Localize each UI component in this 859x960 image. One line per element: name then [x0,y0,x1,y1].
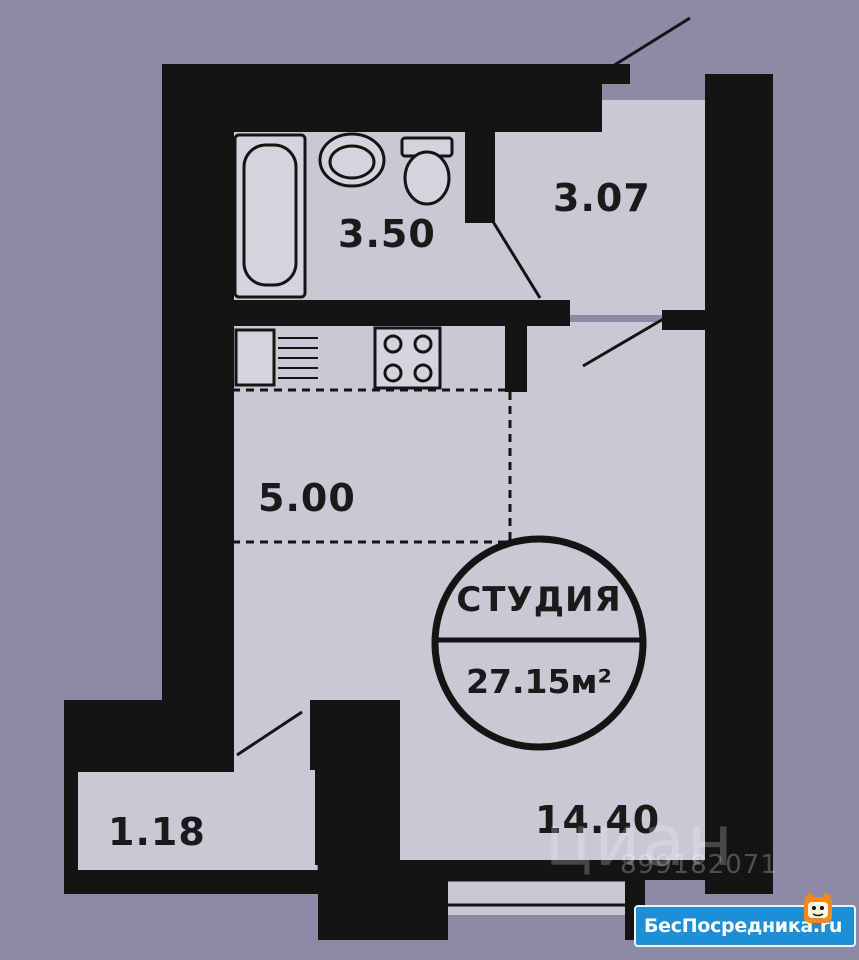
wall-bath-bottom [230,300,570,326]
wall-lower-left [315,765,400,865]
wall-right [705,74,773,894]
walls [64,64,773,940]
living-area-label: 14.40 [535,798,661,842]
badge-title: СТУДИЯ [456,580,622,620]
wall-balcony-right [310,700,400,770]
wall-hall-stub [662,310,710,330]
doors [236,16,691,757]
wall-bottom-left [318,860,448,940]
burner-1 [383,334,403,354]
fixtures [233,132,454,390]
kitchen-area-label: 5.00 [258,476,356,520]
entry-door-line [599,16,691,76]
balcony-door-line [236,710,303,757]
hall-door-line [582,316,666,368]
balcony-area-label: 1.18 [108,810,206,854]
wall-bottom [395,860,773,880]
loggia-window [448,878,625,907]
counter-lines [278,337,318,379]
hallway-floor [470,100,710,315]
bath-door-line [490,219,542,299]
badge-circle [431,535,647,751]
wall-top-right [600,64,630,84]
brand-logo-text: БесПосредника.ru [644,915,843,937]
watermark-text: циан [545,800,735,882]
brand-mascot-icon [804,892,832,923]
bathroom-area-label: 3.50 [338,212,436,256]
studio-badge [431,535,647,751]
wall-balcony-bottom [64,870,319,894]
hallway-area-label: 3.07 [553,176,651,220]
wall-balcony-left [64,700,78,890]
burner-3 [383,363,403,383]
bathtub-inner [242,143,298,287]
burner-2 [413,334,433,354]
burner-4 [413,363,433,383]
wall-bath-hall [465,128,495,223]
fridge [234,328,276,387]
wall-kitchen-pillar [505,322,527,392]
badge-total-area: 27.15м² [466,662,612,701]
toilet-bowl [403,150,451,206]
zone-lines [232,388,512,544]
balcony-floor [72,770,317,870]
sink-inner [328,144,376,180]
wall-balcony-top [64,700,234,772]
watermark-number: 899182071 [620,850,778,880]
wall-top [162,64,602,132]
wall-left [162,64,234,714]
